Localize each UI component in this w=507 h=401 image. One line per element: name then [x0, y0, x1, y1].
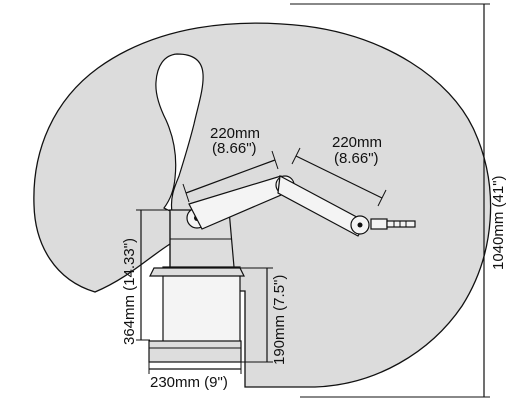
upper-arm-dim-tick-2 — [271, 150, 279, 170]
forearm-dim-tick-2 — [377, 189, 387, 207]
wrist-pin — [357, 222, 363, 228]
end-effector-tip — [386, 220, 416, 228]
base-height-label: 190mm (7.5") — [271, 275, 288, 365]
forearm-dim-tick-1 — [291, 147, 301, 165]
forearm-length-in: (8.66") — [334, 150, 379, 167]
upper-arm-dim-tick-1 — [182, 183, 190, 203]
forearm-link — [277, 175, 367, 237]
forearm-dim-line — [295, 155, 383, 199]
reach-diameter-label: 1040mm (41") — [490, 175, 507, 270]
upper-arm-dim-line — [185, 159, 276, 194]
upper-arm-length-mm: 220mm — [210, 125, 260, 142]
base-top-plate — [149, 267, 245, 277]
forearm-length-mm: 220mm — [332, 134, 382, 151]
base-plinth — [148, 340, 242, 363]
base-width-label: 230mm (9") — [150, 374, 228, 391]
base-block — [162, 266, 241, 346]
inner-reach-boundary — [155, 53, 204, 214]
workspace-envelope — [33, 22, 492, 388]
upper-arm-length-in: (8.66") — [212, 140, 257, 157]
end-effector-body — [370, 218, 388, 230]
shoulder-height-label: 364mm (14.33") — [121, 238, 138, 345]
